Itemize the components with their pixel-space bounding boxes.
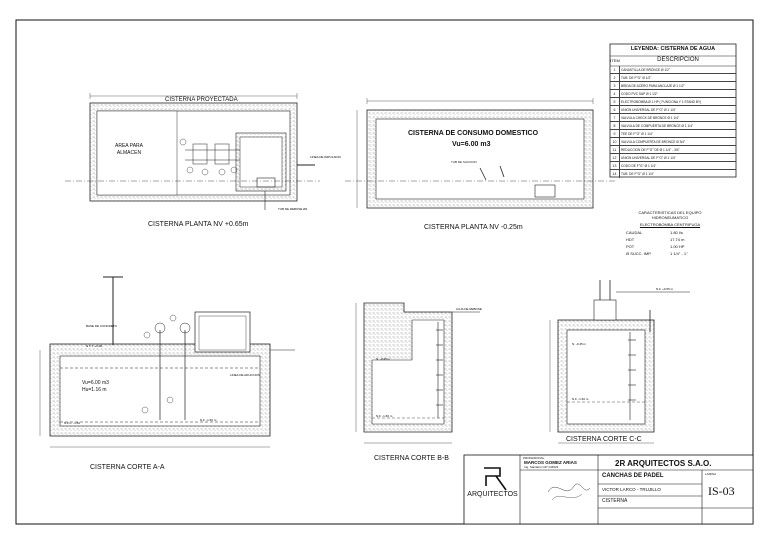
- legend-item-desc: TEE DE F°G° Ø 1 1/4": [621, 132, 653, 136]
- legend-item-number: 7: [610, 114, 620, 122]
- spec-value: 1 1/4" - 1": [670, 251, 688, 256]
- legend-item-number: 13: [610, 162, 620, 170]
- svg-text:N.T.T. +0.00: N.T.T. +0.00: [86, 344, 102, 348]
- legend-item-number: 3: [610, 82, 620, 90]
- legend-item-number: 6: [610, 106, 620, 114]
- project-name: CANCHAS DE PADEL: [602, 473, 664, 479]
- legend-col-desc: DESCRIPCION: [657, 57, 699, 63]
- suction-note: TUB DE SUCCION: [451, 160, 477, 164]
- legend-item-desc: CODO DE F°G° Ø 1 1/4": [621, 164, 657, 168]
- legend-item-desc: UNION UNIVERSAL DE F°G° Ø 1 1/4": [621, 108, 676, 112]
- firm-name: 2R ARQUITECTOS S.A.O.: [615, 459, 712, 468]
- svg-text:TUB DE REBOSE Ø2: TUB DE REBOSE Ø2: [278, 207, 308, 211]
- legend-item-number: 11: [610, 146, 620, 154]
- legend-col-item: ITEM: [610, 58, 620, 63]
- svg-text:N.F.C. -1.60: N.F.C. -1.60: [64, 421, 80, 425]
- legend-item-desc: BRIDA DE ACERO PARA ANCLAJE Ø 1 1/2": [621, 84, 685, 88]
- legend-item-number: 5: [610, 98, 620, 106]
- legend-item-desc: TUB. DE F°G° Ø 1 1/4": [621, 172, 654, 176]
- legend-item-number: 9: [610, 130, 620, 138]
- pump-specs: CARACTERISTICAS DEL EQUIPO HIDRONEUMATIC…: [622, 210, 718, 258]
- spec-value: 17.74 m: [670, 237, 685, 242]
- svg-text:N. -0.45 m: N. -0.45 m: [376, 357, 391, 361]
- professional-name: MARCOS GOMEZ ARIAS: [524, 460, 577, 465]
- legend-item-number: 4: [610, 90, 620, 98]
- legend-item-desc: TUB. DE F°G° Ø 1/2": [621, 76, 652, 80]
- svg-text:N.F. -1.60 m: N.F. -1.60 m: [572, 397, 589, 401]
- drawing-name: CISTERNA: [602, 498, 628, 504]
- spec-value: 1.00 HP: [670, 244, 685, 249]
- logo-text: ARQUITECTOS: [467, 491, 518, 498]
- section-cc-drawing: N. -0.45 m N.F. -1.60 m N.F. +0.65 m: [549, 280, 690, 444]
- project-location: VICTOR LARCO - TRUJILLO: [602, 487, 661, 492]
- legend-item-desc: CODO PVC SAP Ø 1 1/2": [621, 92, 658, 96]
- legend-item-number: 2: [610, 74, 620, 82]
- legend-item-desc: VALVULA CHECK DE BRONCE Ø 1 1/4": [621, 116, 680, 120]
- pump-specs-subtitle: ELECTROBOMBA CENTRIFUGA: [639, 222, 701, 227]
- svg-text:LINEA DE ADUCCION: LINEA DE ADUCCION: [230, 373, 260, 377]
- legend-item-desc: VALVULA DE COMPUERTA DE BRONCE Ø 1 1/4": [621, 124, 694, 128]
- section-aa-volume: Vu=6.00 m3: [82, 380, 109, 386]
- sheet-number: IS-03: [708, 484, 735, 498]
- plan-a-title: CISTERNA PLANTA NV +0.65m: [148, 221, 249, 228]
- section-aa-height: Hu=1.16 m: [82, 387, 107, 393]
- spec-key: Ø SUCC. IMP.: [626, 251, 652, 256]
- legend-item-number: 1: [610, 66, 620, 74]
- legend-item-number: 14: [610, 170, 620, 178]
- sheet-label: LAMINA: [705, 472, 717, 476]
- professional-label: PROFESIONAL: [523, 456, 545, 460]
- legend-item-number: 10: [610, 138, 620, 146]
- legend-item-desc: UNION UNIVERSAL DE F°G° Ø 1 1/4": [621, 156, 676, 160]
- legend-item-desc: ELECTROBOMBA Ø 1 HP ( FUNCIONA Y 1 STAND…: [621, 100, 702, 104]
- pump-specs-title: CARACTERISTICAS DEL EQUIPO HIDRONEUMATIC…: [638, 210, 702, 220]
- spec-key: POT: [626, 244, 635, 249]
- plan-a-drawing: LINEA DE IMPULSION TUB DE REBOSE Ø2: [65, 93, 341, 211]
- spec-value: 1.80 l/s: [670, 230, 683, 235]
- plan-b-title: CISTERNA PLANTA NV -0.25m: [424, 224, 523, 231]
- plan-b-volume: Vu=6.00 m3: [452, 141, 491, 148]
- plan-b-drawing: [345, 98, 615, 209]
- svg-text:LINEA DE IMPULSION: LINEA DE IMPULSION: [310, 155, 341, 159]
- svg-text:N.F. +0.65 m: N.F. +0.65 m: [656, 287, 674, 291]
- svg-text:N.F. -1.60 m: N.F. -1.60 m: [376, 414, 393, 418]
- plan-b-heading: CISTERNA DE CONSUMO DOMESTICO: [408, 130, 539, 137]
- legend-item-number: 8: [610, 122, 620, 130]
- svg-text:N. -0.45 m: N. -0.45 m: [572, 342, 587, 346]
- plan-a-heading: CISTERNA PROYECTADA: [165, 97, 238, 103]
- legend-item-desc: REDUCCION DE F°G° DE Ø 1 1/4" - 3/4": [621, 148, 680, 152]
- spec-key: CAUDAL: [626, 230, 643, 235]
- professional-sub: Ing. Sanitario CIP 142923: [524, 465, 559, 469]
- section-aa-drawing: N.T.T. +0.00 N.F.C. -1.60 N.F. -1.60 m B…: [39, 276, 295, 448]
- section-aa-title: CISTERNA CORTE A-A: [90, 464, 165, 471]
- section-cc-title: CISTERNA CORTE C-C: [566, 436, 642, 443]
- svg-text:BASE DE CONCRETO: BASE DE CONCRETO: [86, 324, 118, 328]
- svg-text:CAJA DE REBOSE: CAJA DE REBOSE: [456, 307, 482, 311]
- legend-item-desc: CANASTILLA DE BRONCE Ø 1/2": [621, 68, 670, 72]
- legend-item-number: 12: [610, 154, 620, 162]
- svg-text:N.F. -1.60 m: N.F. -1.60 m: [200, 418, 217, 422]
- section-bb-drawing: N. -0.45 m N.F. -1.60 m CAJA DE REBOSE: [355, 302, 482, 444]
- storage-area-label: AREA PARA ALMACEN: [115, 143, 143, 156]
- spec-key: HDT: [626, 237, 635, 242]
- legend-item-desc: VALVULA COMPUERTA DE BRONCE Ø 3/4": [621, 140, 686, 144]
- section-bb-title: CISTERNA CORTE B-B: [374, 455, 449, 462]
- legend-title: LEYENDA: CISTERNA DE AGUA: [630, 46, 716, 52]
